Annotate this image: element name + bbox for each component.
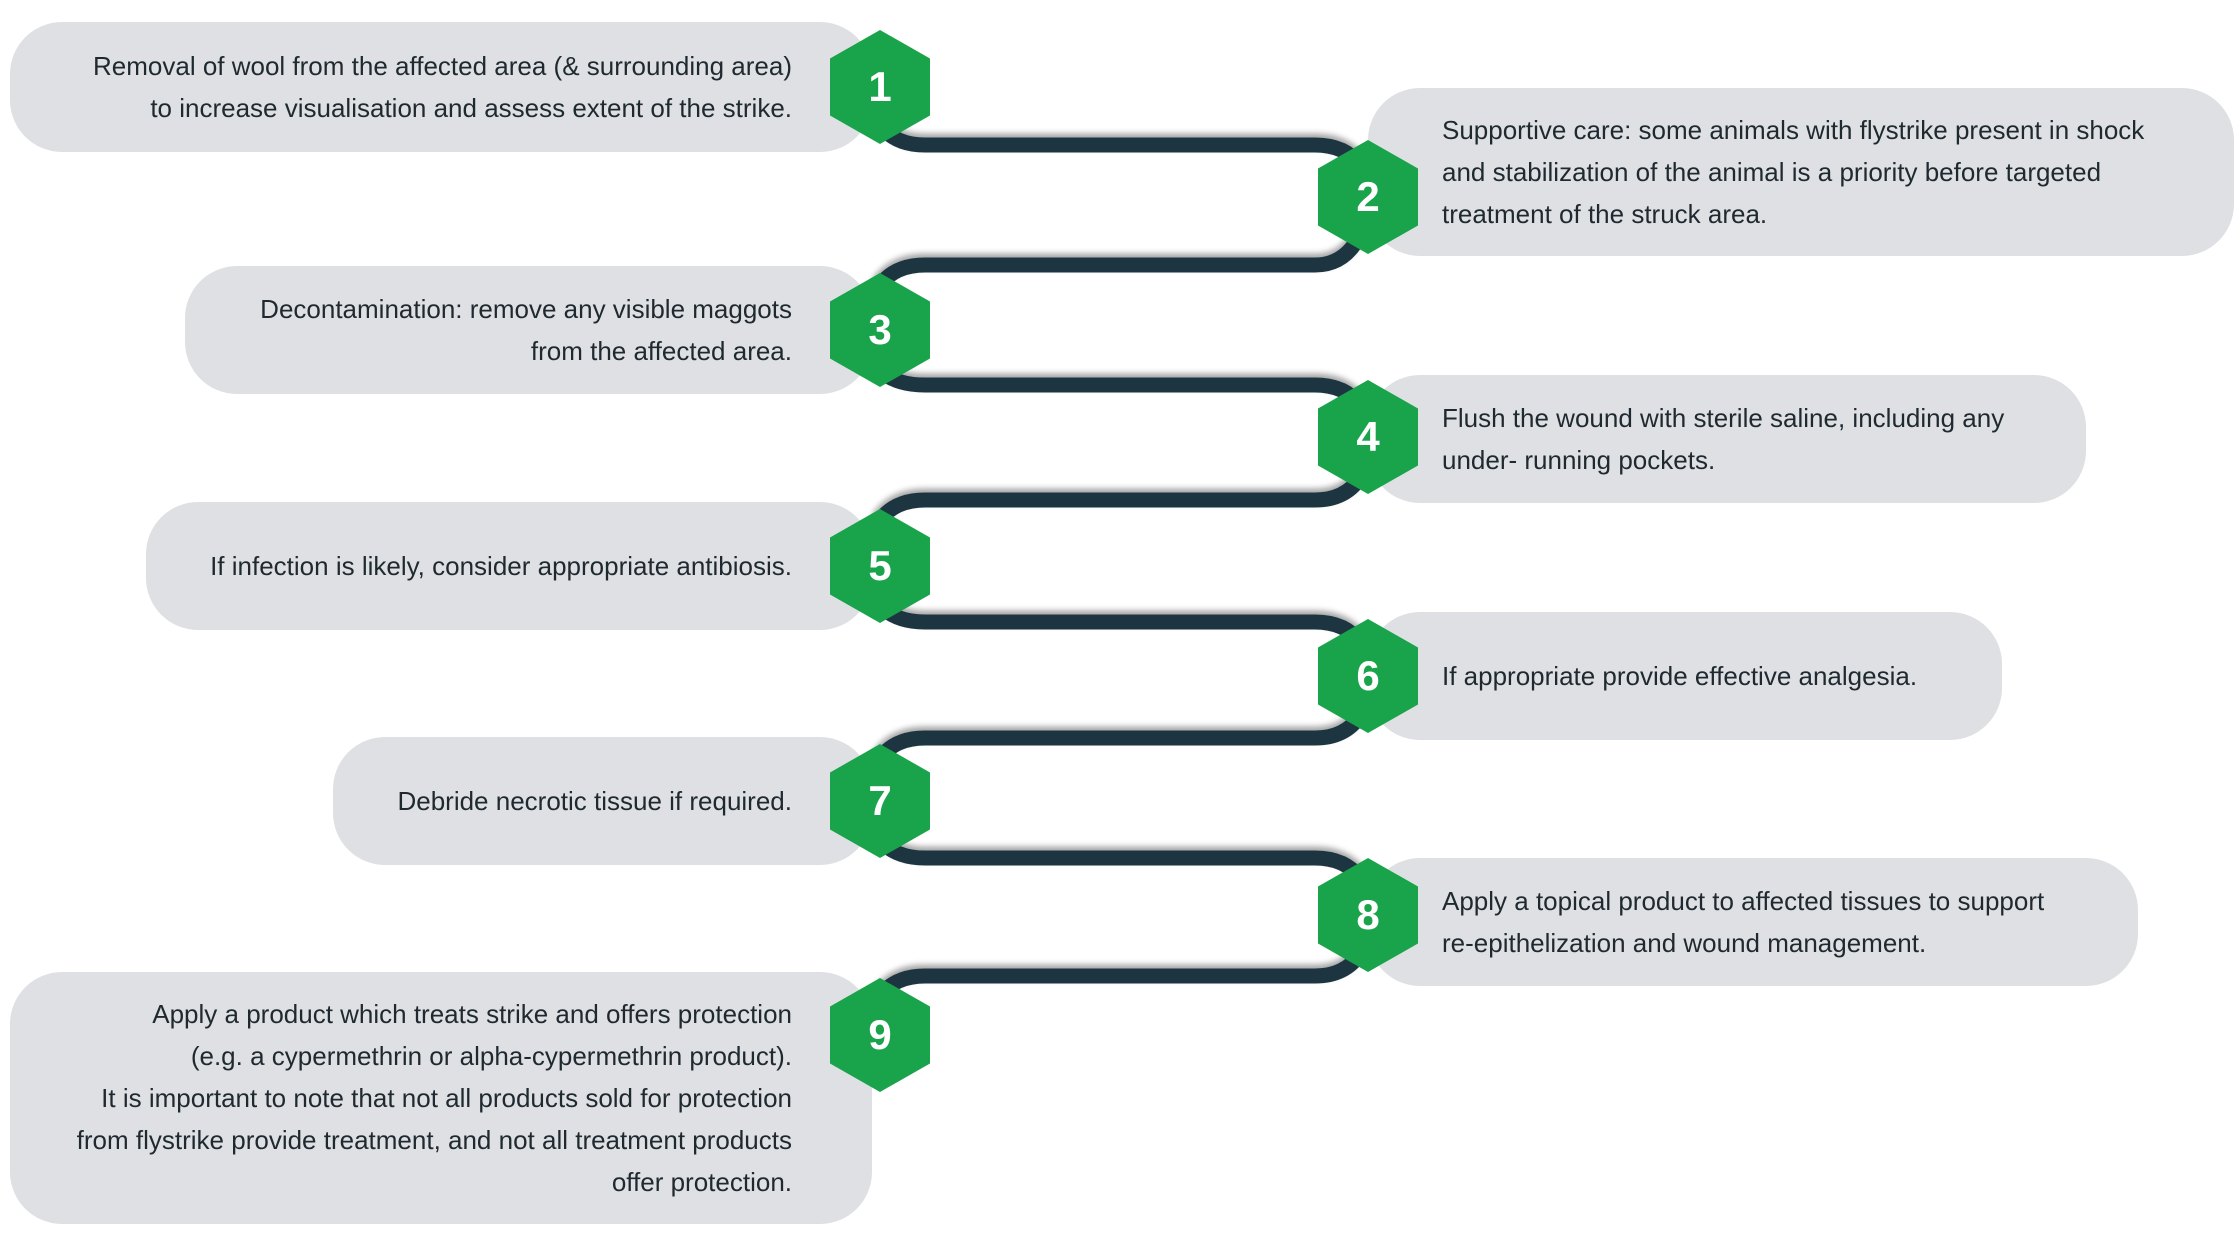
connector-3-4 [872, 362, 1368, 413]
step-3-text: Decontamination: remove any visible magg… [260, 294, 792, 366]
step-7-hexagon: 7 [830, 744, 930, 858]
connector-2-3 [872, 227, 1368, 293]
step-6-text-box: If appropriate provide effective analges… [1368, 612, 2002, 740]
step-4-number: 4 [1356, 413, 1380, 460]
connector-8-9 [872, 946, 1368, 1004]
step-9-hexagon: 9 [830, 978, 930, 1092]
step-2-text-box: Supportive care: some animals with flyst… [1368, 88, 2234, 256]
step-5-text: If infection is likely, consider appropr… [210, 551, 792, 581]
connector-6-7 [872, 708, 1368, 766]
step-8-text-box: Apply a topical product to affected tiss… [1368, 858, 2138, 986]
step-3-number: 3 [868, 306, 892, 353]
step-8-number: 8 [1356, 891, 1380, 938]
step-9-text: Apply a product which treats strike and … [76, 999, 792, 1197]
step-7-text: Debride necrotic tissue if required. [397, 786, 792, 816]
step-9-text-box: Apply a product which treats strike and … [10, 972, 872, 1224]
step-9-number: 9 [868, 1011, 892, 1058]
step-5-number: 5 [868, 542, 892, 589]
step-5-text-box: If infection is likely, consider appropr… [146, 502, 872, 630]
step-3-text-box: Decontamination: remove any visible magg… [185, 266, 872, 394]
step-4-text-box: Flush the wound with sterile saline, inc… [1368, 375, 2086, 503]
step-5-hexagon: 5 [830, 509, 930, 623]
step-8-text: Apply a topical product to affected tiss… [1442, 886, 2045, 958]
step-1-text-box: Removal of wool from the affected area (… [10, 22, 872, 152]
step-3-hexagon: 3 [830, 273, 930, 387]
connector-4-5 [872, 470, 1368, 528]
step-4-text: Flush the wound with sterile saline, inc… [1442, 403, 2005, 475]
step-6-number: 6 [1356, 652, 1380, 699]
connector-5-6 [872, 597, 1368, 650]
step-7-number: 7 [868, 777, 892, 824]
step-6-text: If appropriate provide effective analges… [1442, 661, 1918, 691]
step-1-number: 1 [868, 63, 892, 110]
step-1-hexagon: 1 [830, 30, 930, 144]
step-1-text: Removal of wool from the affected area (… [93, 51, 792, 123]
step-7-text-box: Debride necrotic tissue if required. [333, 737, 872, 865]
step-2-text: Supportive care: some animals with flyst… [1442, 115, 2145, 229]
connector-7-8 [872, 832, 1368, 886]
connector-1-2 [872, 117, 1368, 173]
step-2-number: 2 [1356, 173, 1380, 220]
